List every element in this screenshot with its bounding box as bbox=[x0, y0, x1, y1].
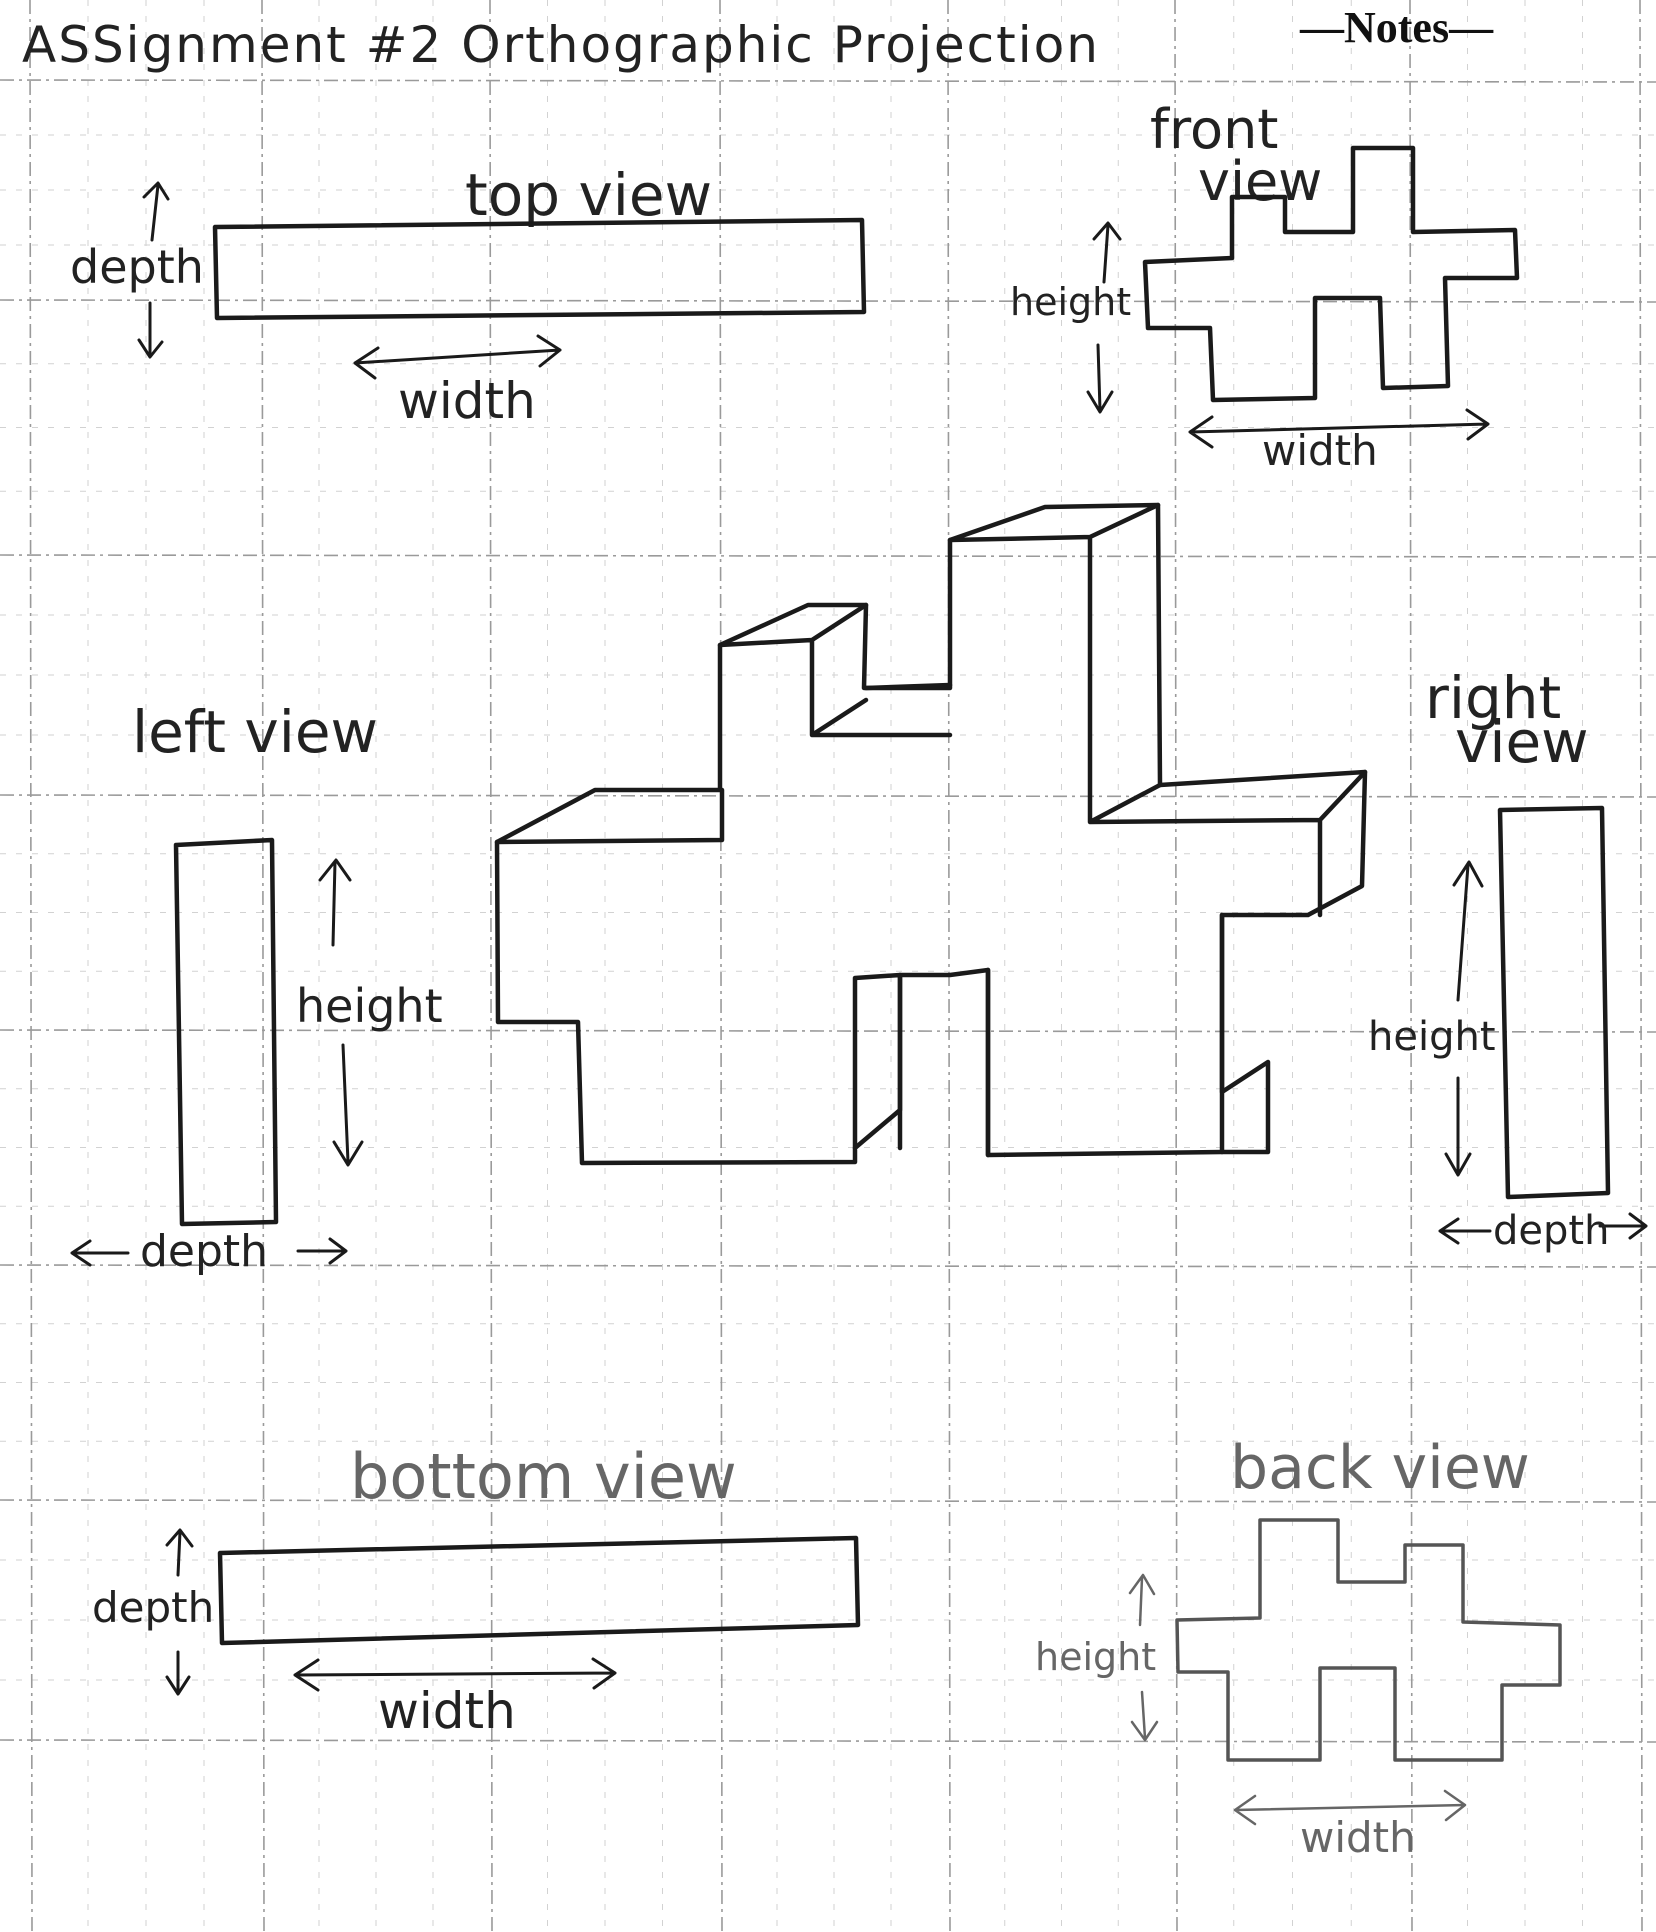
right-view-title-line1: right bbox=[1425, 664, 1561, 732]
top-view-outline bbox=[212, 217, 867, 321]
grid-major-vertical bbox=[29, 0, 33, 1932]
grid-major-vertical bbox=[489, 0, 493, 1932]
left-view: left view height depth bbox=[70, 698, 443, 1277]
back-view-title: back view bbox=[1230, 1433, 1530, 1503]
right-view-height-label: height bbox=[1368, 1014, 1496, 1060]
grid-major-horizontal bbox=[0, 79, 1656, 83]
bottom-view: bottom view depth width bbox=[92, 1440, 861, 1740]
front-view-width-arrow bbox=[1188, 408, 1490, 449]
front-view-height-arrow bbox=[1086, 221, 1122, 414]
front-view: front view height width bbox=[1010, 98, 1520, 475]
left-view-height-label: height bbox=[296, 979, 443, 1033]
top-view-depth-arrow bbox=[137, 181, 170, 359]
back-view-height-arrow bbox=[1128, 1573, 1159, 1742]
right-view-height-arrow bbox=[1444, 860, 1484, 1177]
isometric-object-drawing bbox=[494, 502, 1368, 1166]
grid-major-horizontal bbox=[0, 554, 1656, 558]
grid-major-vertical bbox=[1639, 0, 1643, 1932]
grid-major-horizontal bbox=[0, 1499, 1656, 1503]
back-view-width-label: width bbox=[1300, 1813, 1416, 1862]
back-view: back view height width bbox=[1035, 1433, 1562, 1862]
iso-object-edges bbox=[494, 502, 1368, 1158]
front-view-height-label: height bbox=[1010, 280, 1131, 324]
left-view-depth-label: depth bbox=[140, 1226, 268, 1277]
top-view: top view depth width bbox=[70, 161, 867, 430]
bottom-view-title: bottom view bbox=[350, 1440, 737, 1513]
assignment-title: ASSignment #2 Orthographic Projection bbox=[22, 16, 1100, 74]
grid-major-vertical bbox=[719, 0, 723, 1932]
grid-major-horizontal bbox=[0, 299, 1656, 303]
grid-major-vertical bbox=[1409, 0, 1413, 1932]
grid-major-horizontal bbox=[0, 1739, 1656, 1743]
left-view-height-arrow bbox=[318, 858, 364, 1167]
front-view-width-label: width bbox=[1262, 426, 1378, 475]
back-view-outline bbox=[1175, 1518, 1562, 1762]
top-view-width-arrow bbox=[353, 334, 562, 380]
bottom-view-width-arrow bbox=[293, 1657, 617, 1692]
right-view: right view height depth bbox=[1368, 664, 1648, 1254]
right-view-outline bbox=[1497, 805, 1611, 1200]
bottom-view-depth-arrow bbox=[165, 1528, 194, 1696]
grid-major-horizontal bbox=[0, 1264, 1656, 1268]
right-view-title-line2: view bbox=[1455, 708, 1589, 776]
top-view-title: top view bbox=[465, 161, 712, 229]
front-view-title-line1: front bbox=[1150, 98, 1278, 161]
grid-major-vertical bbox=[261, 0, 265, 1932]
top-view-width-label: width bbox=[398, 372, 536, 430]
bottom-view-width-label: width bbox=[378, 1682, 516, 1740]
top-view-depth-label: depth bbox=[70, 240, 204, 294]
right-view-depth-label: depth bbox=[1493, 1208, 1609, 1254]
front-view-title-line2: view bbox=[1198, 150, 1322, 213]
back-view-width-arrow bbox=[1233, 1789, 1467, 1826]
left-view-title: left view bbox=[132, 698, 378, 766]
iso-object-silhouette bbox=[494, 502, 1368, 1166]
grid-major-horizontal bbox=[0, 794, 1656, 798]
grid-major-vertical bbox=[947, 0, 951, 1932]
bottom-view-outline bbox=[217, 1535, 861, 1646]
back-view-height-label: height bbox=[1035, 1635, 1156, 1679]
left-view-depth-arrow bbox=[70, 1237, 348, 1267]
right-view-depth-arrow bbox=[1438, 1212, 1648, 1245]
front-view-outline bbox=[1142, 145, 1520, 403]
grid-major-vertical bbox=[1174, 0, 1178, 1932]
bottom-view-depth-label: depth bbox=[92, 1583, 214, 1632]
left-view-outline bbox=[173, 837, 279, 1227]
notes-label: —Notes— bbox=[1299, 3, 1494, 52]
